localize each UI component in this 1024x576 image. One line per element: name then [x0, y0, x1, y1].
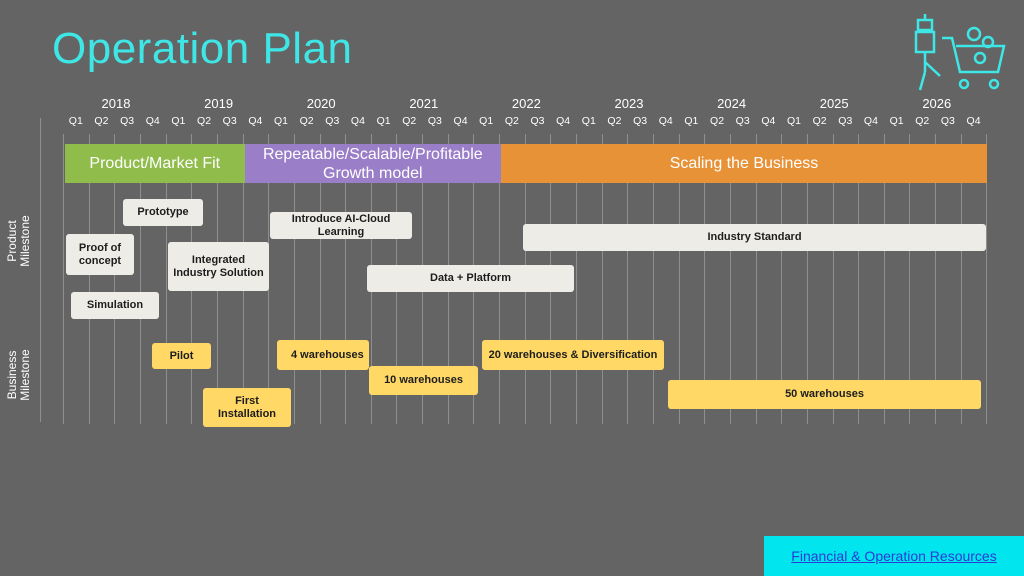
phase-segment: Scaling the Business [501, 144, 987, 183]
quarter-label: Q2 [915, 115, 930, 127]
milestone-integrated-industry-solution: Integrated Industry Solution [168, 242, 269, 291]
quarter-label: Q3 [427, 115, 442, 127]
quarter-label: Q3 [838, 115, 853, 127]
milestone-10-warehouses: 10 warehouses [369, 366, 478, 395]
quarter-label: Q2 [812, 115, 827, 127]
quarter-label: Q1 [684, 115, 699, 127]
quarter-label: Q3 [530, 115, 545, 127]
quarter-label: Q3 [633, 115, 648, 127]
gridline [140, 134, 141, 424]
milestone-first-installation: First Installation [203, 388, 291, 427]
milestone-20-warehouses-diversification: 20 warehouses & Diversification [482, 340, 664, 370]
year-label: 2021 [409, 96, 439, 111]
phase-segment: Repeatable/Scalable/Profitable Growth mo… [244, 144, 502, 183]
milestone-introduce-ai-cloud-learning: Introduce AI-Cloud Learning [270, 212, 412, 239]
gridline [884, 134, 885, 424]
year-label: 2022 [511, 96, 541, 111]
quarter-label: Q2 [607, 115, 622, 127]
milestone-proof-of-concept: Proof of concept [66, 234, 134, 275]
quarter-label: Q4 [248, 115, 263, 127]
quarter-label: Q4 [453, 115, 468, 127]
milestone-industry-standard: Industry Standard [523, 224, 986, 251]
gridline [294, 134, 295, 424]
year-label: 2019 [204, 96, 234, 111]
quarter-label: Q1 [479, 115, 494, 127]
gridline [166, 134, 167, 424]
milestone-data-platform: Data + Platform [367, 265, 574, 292]
quarter-label: Q2 [94, 115, 109, 127]
left-axis-line [40, 118, 41, 422]
quarter-label: Q2 [710, 115, 725, 127]
gridline [961, 134, 962, 424]
year-label: 2026 [922, 96, 952, 111]
gridline [576, 134, 577, 424]
gridline [704, 134, 705, 424]
robot-shopping-cart-icon [914, 14, 1006, 91]
milestone-50-warehouses: 50 warehouses [668, 380, 981, 409]
quarter-label: Q1 [786, 115, 801, 127]
year-label: 2020 [306, 96, 336, 111]
quarter-label: Q1 [581, 115, 596, 127]
page-title: Operation Plan [52, 24, 353, 73]
year-label: 2025 [819, 96, 849, 111]
quarter-label: Q4 [658, 115, 673, 127]
quarter-label: Q2 [504, 115, 519, 127]
financial-operation-resources-link[interactable]: Financial & Operation Resources [791, 548, 997, 564]
milestone-4-warehouses: 4 warehouses [277, 340, 369, 370]
quarter-label: Q1 [171, 115, 186, 127]
quarter-label: Q1 [68, 115, 83, 127]
quarter-label: Q4 [966, 115, 981, 127]
gridline [909, 134, 910, 424]
year-label: 2018 [101, 96, 131, 111]
quarter-label: Q3 [325, 115, 340, 127]
gridline [89, 134, 90, 424]
gridline [781, 134, 782, 424]
quarter-label: Q3 [120, 115, 135, 127]
gridline [986, 134, 987, 424]
gridline [114, 134, 115, 424]
gridline [679, 134, 680, 424]
milestone-simulation: Simulation [71, 292, 159, 319]
quarter-label: Q4 [350, 115, 365, 127]
gridline [858, 134, 859, 424]
gridline [627, 134, 628, 424]
quarter-label: Q2 [299, 115, 314, 127]
quarter-label: Q3 [940, 115, 955, 127]
gridline [935, 134, 936, 424]
milestone-pilot: Pilot [152, 343, 211, 369]
quarter-label: Q4 [145, 115, 160, 127]
milestone-prototype: Prototype [123, 199, 203, 226]
year-label: 2023 [614, 96, 644, 111]
gridline [730, 134, 731, 424]
gridline [833, 134, 834, 424]
gridline [756, 134, 757, 424]
quarter-label: Q4 [761, 115, 776, 127]
quarter-label: Q4 [556, 115, 571, 127]
gridline [807, 134, 808, 424]
gridline [653, 134, 654, 424]
financial-operation-resources-link-box[interactable]: Financial & Operation Resources [764, 536, 1024, 576]
phase-segment: Product/Market Fit [65, 144, 245, 183]
quarter-label: Q2 [197, 115, 212, 127]
quarter-label: Q3 [222, 115, 237, 127]
quarter-label: Q1 [889, 115, 904, 127]
gridline [320, 134, 321, 424]
quarter-label: Q3 [735, 115, 750, 127]
quarter-label: Q4 [863, 115, 878, 127]
gridline [345, 134, 346, 424]
year-label: 2024 [717, 96, 747, 111]
quarter-label: Q2 [402, 115, 417, 127]
quarter-label: Q1 [376, 115, 391, 127]
quarter-label: Q1 [273, 115, 288, 127]
gridline [63, 134, 64, 424]
gridline [602, 134, 603, 424]
